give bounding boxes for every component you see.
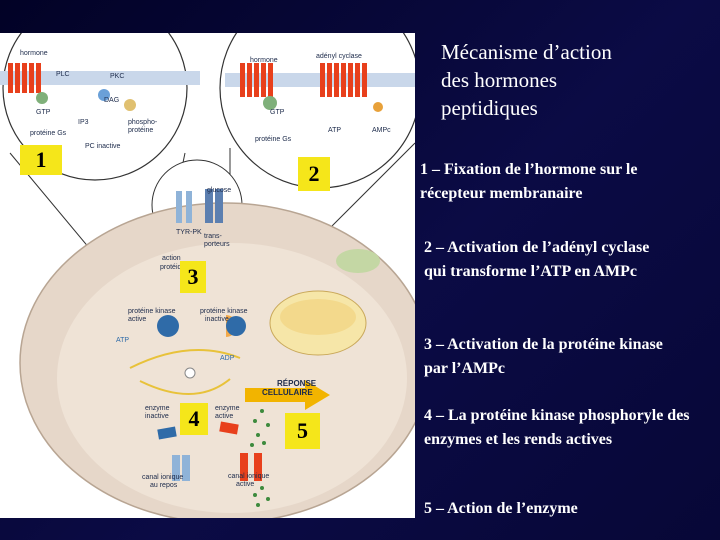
label-trans: trans- [204, 233, 222, 240]
step-4-text: 4 – La protéine kinase phosphoryle des e… [424, 407, 690, 448]
label-canal-repos-1: canal ionique [142, 474, 184, 481]
label-plc: PLC [56, 71, 70, 78]
step-3-text: 3 – Activation de la protéine kinase par… [424, 336, 663, 377]
label-enzyme-active-2: active [215, 413, 234, 420]
label-dag: DAG [104, 97, 120, 104]
slide-title: Mécanisme d’action des hormones peptidiq… [441, 38, 711, 122]
zoom-circle-left [2, 33, 188, 181]
label-proteine-gs-left: protéine Gs [30, 130, 67, 137]
label-reponse-2: CELLULAIRE [262, 388, 313, 397]
step-1-text: 1 – Fixation de l’hormone sur le récepte… [420, 161, 638, 202]
label-porteurs: porteurs [204, 241, 230, 248]
label-action: action [162, 255, 181, 262]
label-pk-inactive-2: inactive [205, 316, 229, 323]
label-atp-top: ATP [328, 127, 342, 134]
label-adenyl-cyclase: adényl cyclase [316, 53, 362, 60]
label-pk-inactive-1: protéine kinase [200, 308, 248, 315]
label-pc-inactive: PC inactive [85, 143, 121, 150]
marker-2: 2 [298, 157, 330, 191]
label-canal-active-1: canal ionique [228, 473, 270, 480]
label-enzyme-inactive-2: inactive [145, 413, 169, 420]
title-line-2: des hormones [441, 68, 558, 92]
label-phospho: phospho- [128, 119, 158, 126]
label-ampc-top: AMPc [372, 127, 391, 134]
marker-4: 4 [180, 403, 208, 435]
title-line-3: peptidiques [441, 96, 538, 120]
response-arrow [245, 380, 330, 410]
label-enzyme-active-1: enzyme [215, 405, 240, 412]
hormone-mechanism-figure: hormone hormone adényl cyclase PLC PKC D… [0, 33, 415, 518]
label-hormone-right: hormone [250, 57, 278, 64]
label-proteique: protéique [160, 264, 190, 271]
label-hormone-left: hormone [20, 50, 48, 57]
label-enzyme-inactive-1: enzyme [145, 405, 170, 412]
marker-3: 3 [180, 261, 206, 293]
title-line-1: Mécanisme d’action [441, 40, 612, 64]
label-pkc: PKC [110, 73, 125, 80]
receptor-left [8, 63, 41, 93]
receptor-right [240, 63, 367, 97]
label-gtp-right: GTP [270, 109, 285, 116]
label-gtp-left: GTP [36, 109, 51, 116]
label-atp: ATP [116, 337, 130, 344]
label-tyr-pk: TYR-PK [176, 229, 202, 236]
label-glucose: glucose [207, 187, 232, 194]
label-canal-active-2: active [236, 481, 255, 488]
label-adp: ADP [220, 355, 235, 362]
label-ip3: IP3 [78, 119, 89, 126]
label-pk-active-1: protéine kinase [128, 308, 176, 315]
marker-5: 5 [285, 413, 320, 449]
label-canal-repos-2: au repos [150, 482, 178, 489]
label-proteine-gs-right: protéine Gs [255, 136, 292, 143]
figure-drawing [0, 33, 415, 518]
label-reponse-1: RÉPONSE [277, 379, 317, 388]
step-5-text: 5 – Action de l’enzyme [424, 500, 578, 517]
label-proteine: protéine [128, 127, 154, 134]
label-pk-active-2: active [128, 316, 147, 323]
step-2-text: 2 – Activation de l’adényl cyclase qui t… [424, 239, 650, 280]
marker-1: 1 [20, 145, 62, 175]
